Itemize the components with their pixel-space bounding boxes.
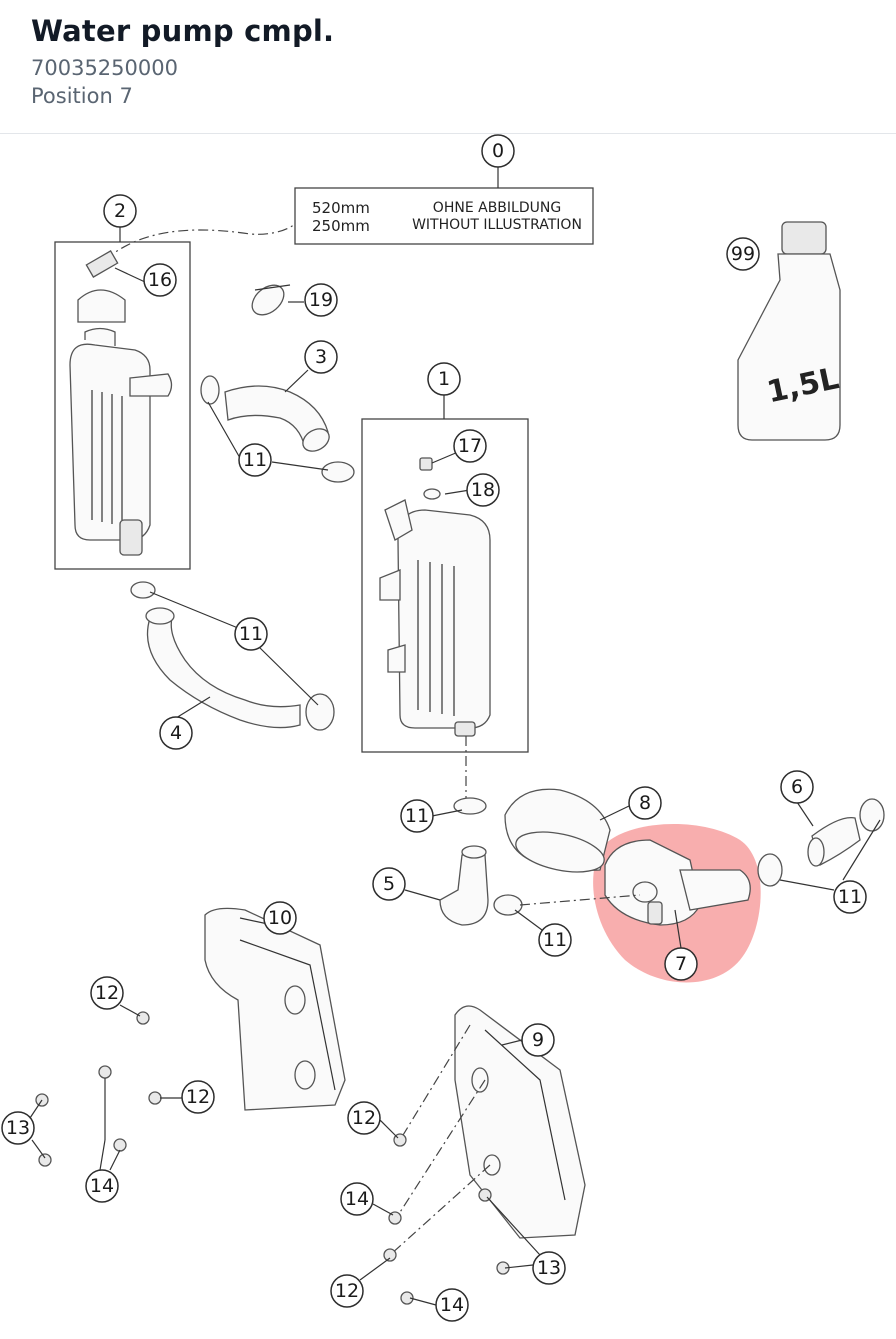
hose-upper[interactable] [200,375,355,483]
group-frame-2 [54,241,191,570]
callout-label: 10 [268,907,292,929]
callout-13-left[interactable]: 13 [1,1111,35,1145]
callout-label: 11 [239,623,263,645]
callout-leaders [29,267,881,1306]
radiator-right[interactable] [379,457,491,737]
callout-label: 8 [639,792,651,814]
coolant-bottle[interactable]: 1,5L [737,221,842,441]
callout-14-left[interactable]: 14 [85,1169,119,1203]
callout-99[interactable]: 99 [726,237,760,271]
callout-label: 13 [6,1117,30,1139]
callout-19[interactable]: 19 [304,283,338,317]
callout-label: 9 [532,1029,544,1051]
callout-label: 6 [791,776,803,798]
callout-label: 12 [95,982,119,1004]
callout-label: 14 [440,1294,464,1316]
callout-12-mid[interactable]: 12 [347,1101,381,1135]
callout-label: 16 [148,269,172,291]
callout-label: 14 [345,1188,369,1210]
callout-12-bottom[interactable]: 12 [330,1274,364,1308]
note-text-en: WITHOUT ILLUSTRATION [412,217,582,233]
cable-tie[interactable] [246,279,291,321]
callout-label: 17 [458,435,482,457]
callout-label: 11 [838,886,862,908]
part-header: Water pump cmpl. 70035250000 Position 7 [0,0,896,134]
callout-7[interactable]: 7 [664,947,698,981]
radiator-guard-left[interactable] [204,907,346,1111]
callout-11-upper[interactable]: 11 [238,443,272,477]
callout-14-bottom[interactable]: 14 [435,1288,469,1322]
assembly-line [389,1024,491,1256]
callout-9[interactable]: 9 [521,1023,555,1057]
callout-12-left[interactable]: 12 [181,1080,215,1114]
callout-label: 13 [537,1257,561,1279]
callout-3[interactable]: 3 [304,340,338,374]
callout-5[interactable]: 5 [372,867,406,901]
callout-17[interactable]: 17 [453,429,487,463]
callout-label: 12 [352,1107,376,1129]
note-box: 520mm 250mm OHNE ABBILDUNG WITHOUT ILLUS… [294,187,594,245]
callout-8[interactable]: 8 [628,786,662,820]
water-pump[interactable] [604,839,751,926]
callout-label: 2 [114,200,126,222]
part-number: 70035250000 [31,56,178,80]
part-title: Water pump cmpl. [31,14,335,48]
callout-11-radiator[interactable]: 11 [400,799,434,833]
callout-label: 5 [383,873,395,895]
callout-label: 4 [170,722,182,744]
callout-18[interactable]: 18 [466,473,500,507]
callout-2[interactable]: 2 [103,194,137,228]
callout-4[interactable]: 4 [159,716,193,750]
note-length-2: 250mm [312,217,370,235]
overflow-hose-line [104,223,296,261]
callout-label: 12 [186,1086,210,1108]
callout-11-outlet[interactable]: 11 [833,880,867,914]
callout-6[interactable]: 6 [780,770,814,804]
note-length-1: 520mm [312,199,370,217]
callout-1[interactable]: 1 [427,362,461,396]
radiator-left[interactable] [69,250,173,556]
callout-label: 11 [543,929,567,951]
callout-10[interactable]: 10 [263,901,297,935]
callout-label: 99 [731,243,755,265]
note-text-de: OHNE ABBILDUNG [433,200,561,216]
callout-label: 14 [90,1175,114,1197]
callout-11-left-hose[interactable]: 11 [234,617,268,651]
callout-12-upper-left[interactable]: 12 [90,976,124,1010]
callout-label: 0 [492,140,504,162]
callout-0[interactable]: 0 [481,134,515,168]
hose-pump-outlet[interactable] [757,798,885,887]
hose-lower-left[interactable] [130,581,335,731]
callout-label: 3 [315,346,327,368]
callout-11-inlet[interactable]: 11 [538,923,572,957]
callout-14-mid[interactable]: 14 [340,1182,374,1216]
exploded-parts-diagram: 520mm 250mm OHNE ABBILDUNG WITHOUT ILLUS… [0,134,896,1335]
callout-13-right[interactable]: 13 [532,1251,566,1285]
callout-label: 7 [675,953,687,975]
pump-cover[interactable] [504,788,611,879]
screws[interactable] [35,1011,510,1305]
callout-16[interactable]: 16 [143,263,177,297]
group-frame-1 [361,418,529,753]
callout-label: 11 [405,805,429,827]
assembly-line [519,894,641,906]
diagram-canvas: 520mm 250mm OHNE ABBILDUNG WITHOUT ILLUS… [1,134,885,1322]
callout-label: 11 [243,449,267,471]
part-position: Position 7 [31,84,133,108]
callout-label: 12 [335,1280,359,1302]
radiator-guard-right[interactable] [454,1005,586,1239]
callout-label: 19 [309,289,333,311]
callout-label: 18 [471,479,495,501]
callout-label: 1 [438,368,450,390]
